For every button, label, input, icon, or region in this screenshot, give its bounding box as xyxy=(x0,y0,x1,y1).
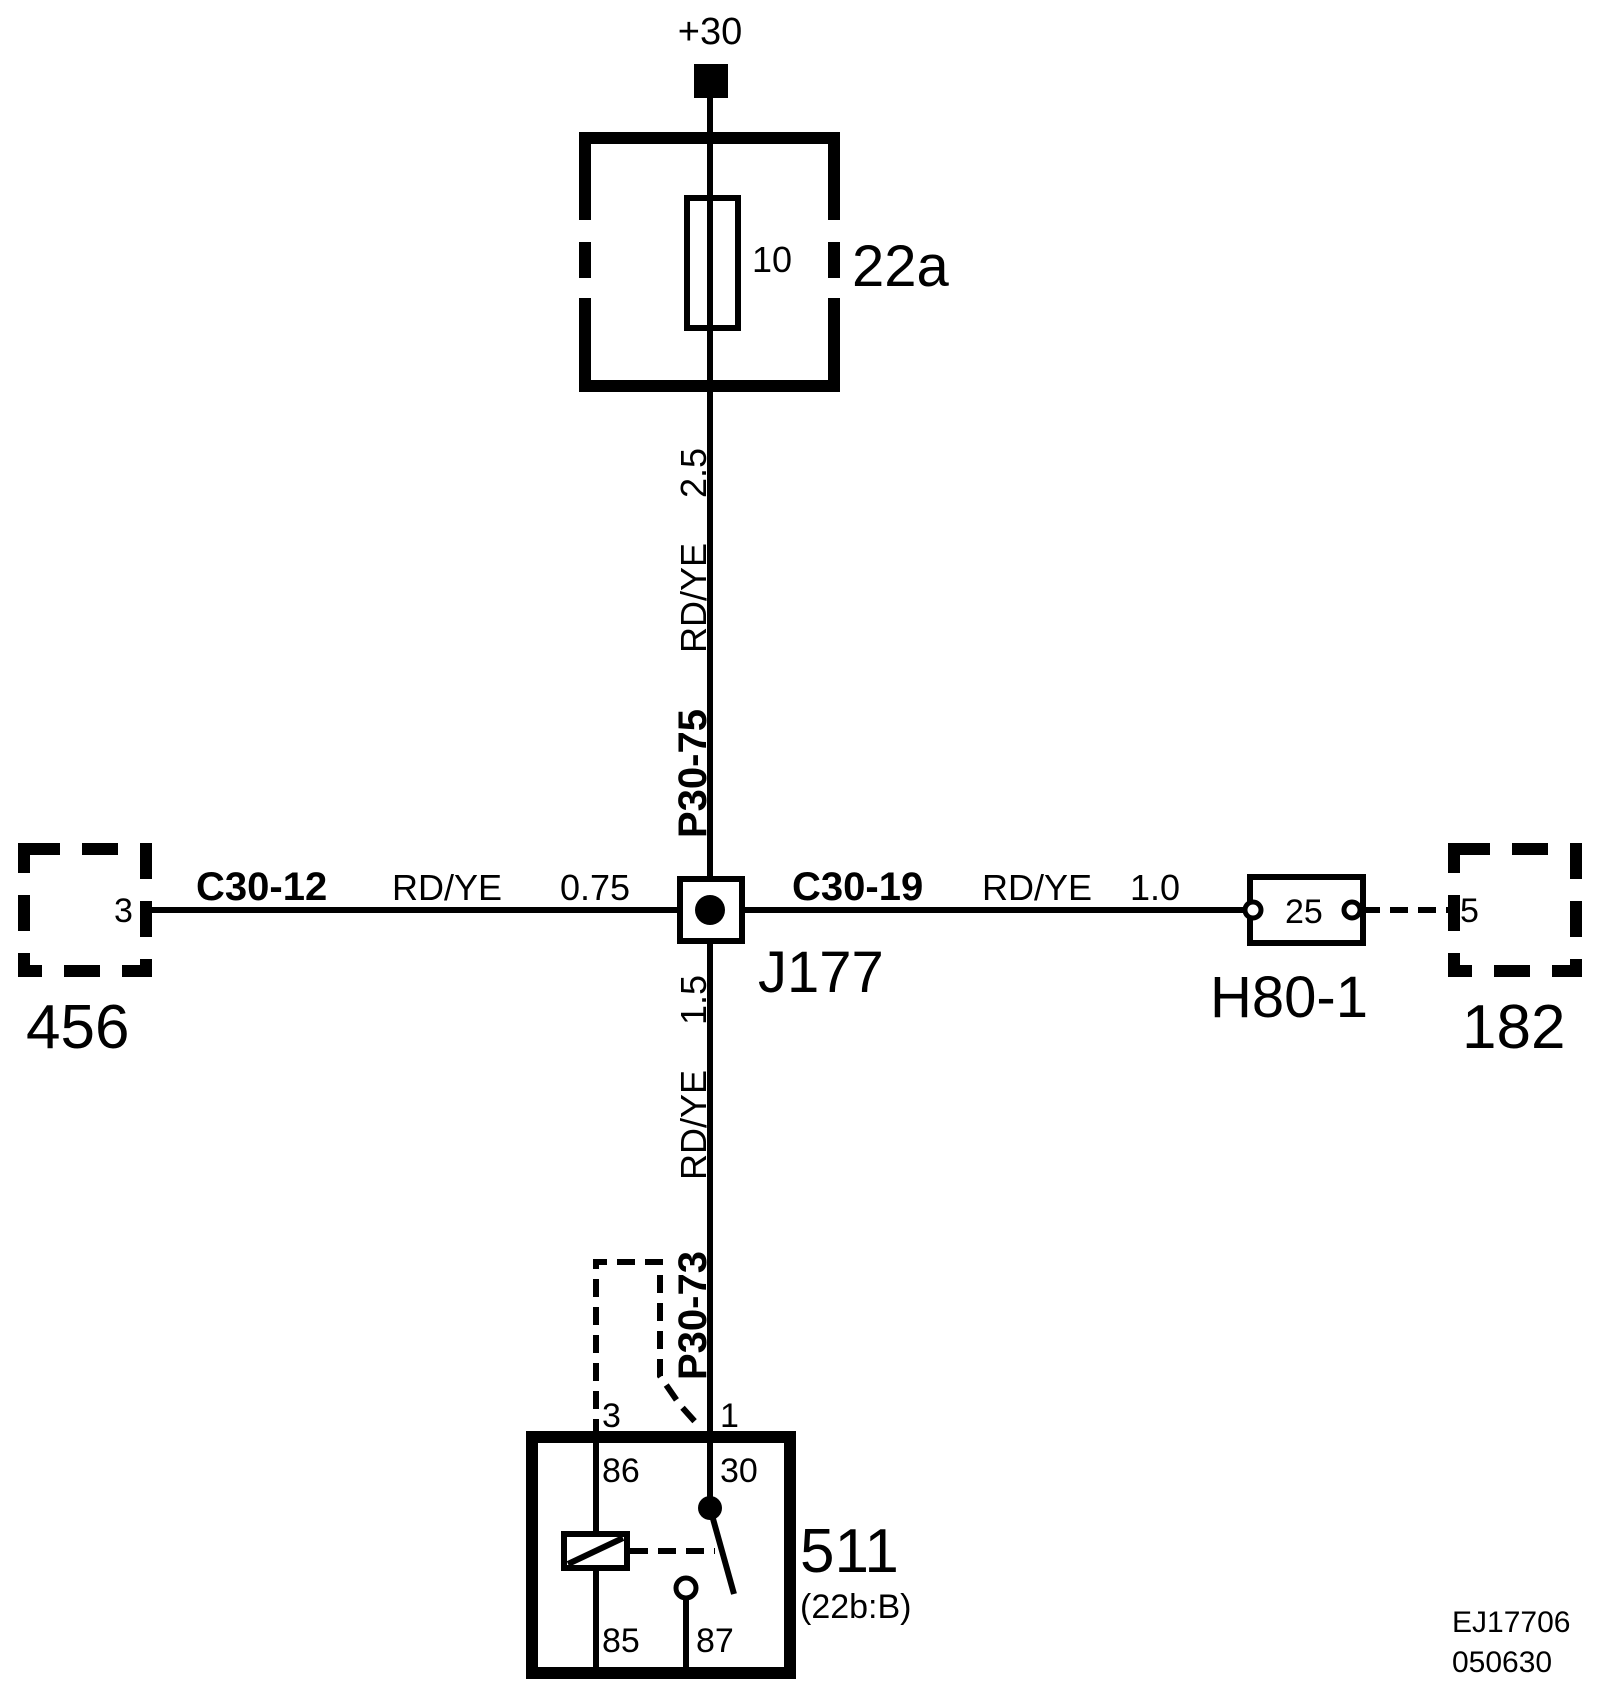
supply-label: +30 xyxy=(678,11,742,53)
component-182-box xyxy=(1448,843,1582,977)
drawing-date: 050630 xyxy=(1452,1646,1552,1679)
component-182-id: 182 xyxy=(1462,993,1565,1062)
supply-terminal xyxy=(694,64,728,98)
right-wire-circuit: C30-19 xyxy=(792,865,923,909)
lower-wire-color: RD/YE xyxy=(673,1070,714,1180)
connector-h80-pin: 25 xyxy=(1285,893,1323,931)
connector-h80-pin-left xyxy=(1242,899,1264,921)
splice-box xyxy=(677,876,745,944)
component-456-box xyxy=(18,843,152,977)
component-456-id: 456 xyxy=(26,993,129,1062)
connector-h80-id: H80-1 xyxy=(1210,965,1368,1030)
relay-terminal-30: 30 xyxy=(720,1452,758,1490)
component-456-pin: 3 xyxy=(114,892,133,930)
fuse-rating: 10 xyxy=(752,239,792,280)
upper-wire-size: 2.5 xyxy=(673,448,714,498)
relay-box xyxy=(526,1431,796,1679)
relay-terminal-86: 86 xyxy=(602,1452,640,1490)
left-wire-color: RD/YE xyxy=(392,867,502,908)
upper-wire-circuit: P30-75 xyxy=(671,709,715,838)
component-182-pin: 5 xyxy=(1460,892,1479,930)
right-wire-size: 1.0 xyxy=(1130,867,1180,908)
relay-pin-right: 1 xyxy=(720,1397,739,1435)
lower-wire-label: P30-73 RD/YE 1.5 xyxy=(671,975,715,1380)
fuse-box-22a xyxy=(579,132,840,392)
left-wire-size: 0.75 xyxy=(560,867,630,908)
lower-wire-size: 1.5 xyxy=(673,975,714,1025)
fuse-id: 22a xyxy=(852,234,950,299)
splice-dot xyxy=(695,895,725,925)
left-wire-circuit: C30-12 xyxy=(196,865,327,909)
drawing-code: EJ17706 xyxy=(1452,1606,1570,1639)
connector-h80-pin-right xyxy=(1341,899,1363,921)
relay-id: 511 xyxy=(800,1517,899,1586)
lower-wire-circuit: P30-73 xyxy=(671,1251,715,1380)
relay-control-dashed-loop xyxy=(593,1259,701,1437)
relay-terminal-87: 87 xyxy=(696,1622,734,1660)
relay-contact-87 xyxy=(673,1575,699,1601)
relay-location: (22b:B) xyxy=(800,1588,912,1626)
upper-wire-color: RD/YE xyxy=(673,543,714,653)
relay-terminal-85: 85 xyxy=(602,1622,640,1660)
relay-switch-blade xyxy=(707,1507,737,1595)
relay-coil-diagonal xyxy=(566,1535,625,1567)
right-wire-color: RD/YE xyxy=(982,867,1092,908)
upper-wire-label: P30-75 RD/YE 2.5 xyxy=(671,448,715,838)
relay-pin-left: 3 xyxy=(602,1397,621,1435)
splice-id: J177 xyxy=(758,940,884,1005)
